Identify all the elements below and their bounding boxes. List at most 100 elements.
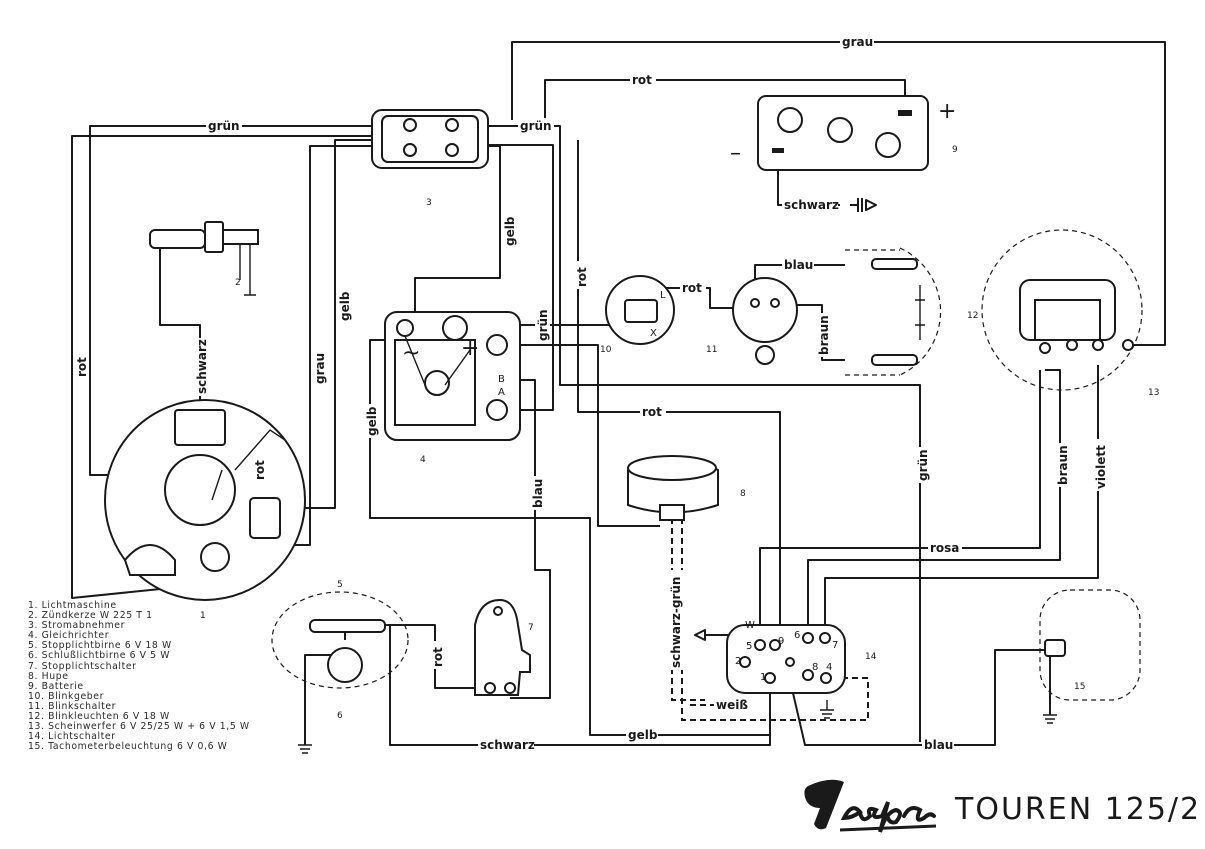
vespa-logo [804,779,937,833]
wire-violett-vert [824,365,1099,630]
number-12: 12 [967,311,978,321]
legend-item: 10. Blinkgeber [28,690,105,702]
legend-item: 4. Gleichrichter [28,630,110,642]
number-15: 15 [1074,682,1085,692]
pin-6: 6 [794,630,800,641]
b-mark: B [498,374,505,385]
label-gruen-left: grün [208,119,240,133]
wire-rosa [759,370,1041,630]
label-gelb-upper: gelb [503,216,517,246]
terminal-marks: ~ + B A L X + – [402,99,956,398]
wire-gelb-upper [414,145,501,320]
label-gruen-vert: grün [916,449,930,481]
flasher-unit [605,275,675,345]
number-2: 2 [235,278,241,288]
pin-1: 1 [760,672,766,683]
component-numbers: 1 2 3 4 5 6 7 8 9 10 11 12 13 14 15 [200,145,1159,721]
label-rot-left: rot [75,357,89,377]
label-gruen-right: grün [520,119,552,133]
flasher-l-mark: L [660,290,666,301]
battery-minus-mark: – [730,141,741,166]
legend-item: 1. Lichtmaschine [28,600,117,611]
label-schwarz-bottom: schwarz [480,738,535,752]
pin-w: W [745,620,755,631]
plus-mark-rectifier: + [461,336,479,361]
pin-5: 5 [746,641,752,652]
legend-item: 9. Batterie [28,680,84,692]
label-braun-vert: braun [1056,445,1070,485]
pin-7: 7 [832,640,838,651]
label-rosa: rosa [930,541,959,555]
horn [627,455,719,521]
wire-grau-top [511,41,1166,346]
pin-8: 8 [812,662,818,673]
headlight [981,229,1143,391]
label-violett-vert: violett [1094,445,1108,489]
number-4: 4 [420,455,426,465]
label-schwarz-vert: schwarz [195,339,209,394]
label-weiss: weiß [716,698,748,712]
wire-blau-vert [500,379,551,699]
wire-schwarz-bottom [389,625,771,746]
label-gelb-mid: gelb [338,291,352,321]
label-gelb-left: gelb [365,406,379,436]
speedometer-lamp [1039,589,1141,701]
label-schwarz-batt: schwarz [784,198,839,212]
number-5: 5 [337,580,343,590]
label-rot-stop: rot [431,647,445,667]
ground-symbols [298,629,1057,754]
legend-item: 7. Stopplichtschalter [28,660,137,672]
spark-plug [149,221,259,296]
battery [757,95,929,212]
label-grau-vert: grau [313,353,327,384]
legend-item: 6. Schlußlichtbirne 6 V 5 W [28,650,171,662]
label-rot-magneto: rot [253,460,267,480]
wire-rot-mid [488,144,554,411]
pin-2: 2 [735,656,741,667]
number-9: 9 [952,145,958,155]
indicator-lamps [845,247,942,376]
wire-blau-bottom [789,649,1045,746]
wire-rot-left [71,135,372,599]
label-braun-flasher: braun [817,315,831,355]
label-rot-top: rot [632,73,652,87]
number-6: 6 [337,711,343,721]
tilde-mark: ~ [402,341,420,366]
pin-4: 4 [826,662,832,673]
legend-item: 15. Tachometerbeleuchtung 6 V 0,6 W [28,741,228,753]
label-gelb-bottom: gelb [628,728,658,742]
rectifier [384,311,521,441]
number-7: 7 [528,623,534,633]
number-11: 11 [706,345,717,355]
wire-rot-vert [577,140,781,640]
stop-light-switch [474,598,531,696]
wire-gelb-left [369,339,770,736]
number-13: 13 [1148,388,1159,398]
light-switch [726,624,846,694]
wire-labels: grau rot grün grün rot blau rot rosa wei… [74,34,1108,752]
number-10: 10 [600,345,612,355]
legend-item: 5. Stopplichtbirne 6 V 18 W [28,640,172,652]
legend-item: 2. Zündkerze W 225 T 1 [28,610,153,622]
label-schwarz-gruen: schwarz-grün [669,577,683,668]
legend-item: 11. Blinkschalter [28,700,117,712]
connector-block [371,109,489,169]
model-title: TOUREN 125/2 [955,792,1202,827]
wire-rot-reg [510,344,660,527]
label-rot-mid: rot [642,405,662,419]
legend-item: 3. Stromabnehmer [28,620,126,632]
indicator-switch [732,277,798,365]
label-blau-bottom: blau [924,738,953,752]
label-gruen-reg: grün [536,309,550,341]
wire-gelb-mid [278,139,372,509]
wire-braun-vert [807,369,1061,630]
a-mark: A [498,387,505,398]
number-1: 1 [200,611,206,621]
legend-item: 8. Hupe [28,670,69,682]
alternator [104,399,306,601]
component-legend: 1. Lichtmaschine 2. Zündkerze W 225 T 1 … [28,600,250,753]
tail-light-housing [271,591,409,689]
number-3: 3 [426,198,432,208]
number-14: 14 [865,652,877,662]
